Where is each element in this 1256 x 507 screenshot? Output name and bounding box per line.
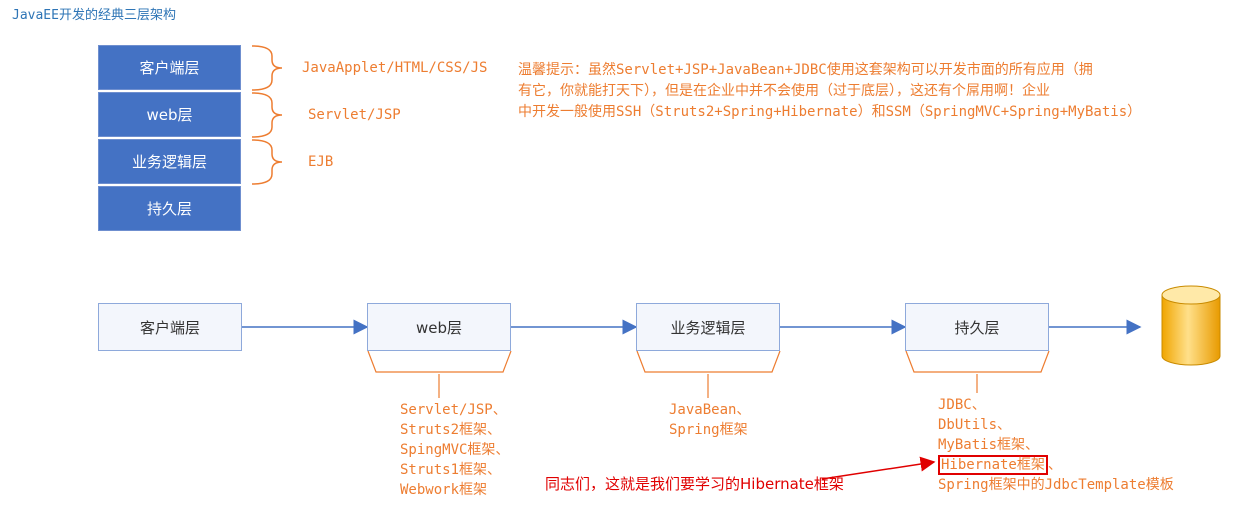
persist-tech-jdbc: JDBC、 — [938, 397, 986, 413]
brace-client — [251, 45, 283, 91]
stack-tech-business: EJB — [308, 154, 334, 170]
persist-tech-dbutils: DbUtils、 — [938, 417, 1012, 433]
tip-line-1: 温馨提示：虽然Servlet+JSP+JavaBean+JDBC使用这套架构可以… — [518, 62, 1093, 78]
flow-box-business: 业务逻辑层 — [636, 303, 780, 351]
tip-text: 温馨提示：虽然Servlet+JSP+JavaBean+JDBC使用这套架构可以… — [518, 60, 1178, 123]
persist-base — [905, 350, 1050, 373]
flow-box-client: 客户端层 — [98, 303, 242, 351]
stack-layer-web: web层 — [98, 92, 241, 137]
note-arrow — [821, 456, 936, 480]
web-tech-item: SpingMVC框架、 — [400, 442, 510, 458]
web-base — [367, 350, 512, 373]
business-base — [636, 350, 781, 373]
stack-tech-web: Servlet/JSP — [308, 107, 401, 123]
brace-web — [251, 92, 283, 138]
persist-tech-list: JDBC、 DbUtils、 MyBatis框架、 Hibernate框架、 S… — [938, 395, 1174, 495]
hibernate-highlight: Hibernate框架 — [938, 455, 1048, 475]
database-cylinder-icon — [1161, 285, 1221, 366]
web-tech-item: Struts1框架、 — [400, 462, 502, 478]
business-tech-item: Spring框架 — [669, 422, 748, 438]
web-tech-item: Servlet/JSP、 — [400, 402, 507, 418]
stack-layer-business: 业务逻辑层 — [98, 139, 241, 184]
brace-business — [251, 139, 283, 185]
persist-tech-spring-jdbc: Spring框架中的JdbcTemplate模板 — [938, 477, 1174, 493]
business-tech-item: JavaBean、 — [669, 402, 751, 418]
stack-layer-persist: 持久层 — [98, 186, 241, 231]
business-tech-list: JavaBean、 Spring框架 — [669, 400, 750, 440]
flow-box-persist: 持久层 — [905, 303, 1049, 351]
persist-tech-hibernate-row: Hibernate框架、 — [938, 455, 1174, 475]
hibernate-suffix: 、 — [1047, 457, 1062, 473]
web-tech-item: Struts2框架、 — [400, 422, 502, 438]
tip-line-2: 有它，你就能打天下），但是在企业中并不会使用（过于底层），这还有个屌用啊！企业 — [518, 83, 1050, 99]
stack-layer-client: 客户端层 — [98, 45, 241, 90]
web-tech-list: Servlet/JSP、 Struts2框架、 SpingMVC框架、 Stru… — [400, 400, 509, 500]
web-tech-item: Webwork框架 — [400, 482, 488, 498]
stack-tech-client: JavaApplet/HTML/CSS/JS — [302, 60, 488, 76]
page-title: JavaEE开发的经典三层架构 — [12, 8, 176, 23]
flow-box-web: web层 — [367, 303, 511, 351]
tip-line-3: 中开发一般使用SSH（Struts2+Spring+Hibernate）和SSM… — [518, 104, 1142, 120]
hibernate-note: 同志们，这就是我们要学习的Hibernate框架 — [545, 475, 844, 493]
persist-tech-mybatis: MyBatis框架、 — [938, 437, 1040, 453]
